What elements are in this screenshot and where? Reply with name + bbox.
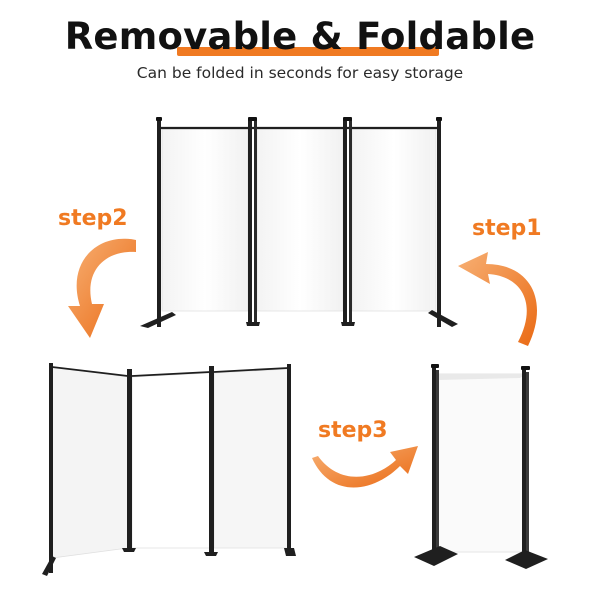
step3-label: step3 — [318, 418, 388, 443]
screen-open — [140, 117, 458, 328]
screen-half-folded — [42, 363, 296, 576]
frame-foot — [204, 552, 218, 556]
screen-folded — [414, 364, 548, 569]
title-wrap: Removable & Foldable — [0, 14, 600, 60]
frame-pole — [437, 119, 441, 327]
panel-fabric — [437, 373, 527, 553]
panel-fabric — [256, 128, 344, 312]
page-title-text: Removable & Foldable — [64, 15, 536, 58]
frame-foot — [122, 548, 136, 552]
page-title: Removable & Foldable — [65, 14, 536, 60]
frame-foot — [414, 546, 458, 566]
frame-foot — [505, 550, 548, 569]
frame-pole — [49, 363, 53, 573]
curved-arrow-icon — [68, 238, 136, 338]
panel-fabric — [213, 368, 289, 549]
frame-pole — [432, 366, 436, 562]
frame-foot — [284, 548, 296, 556]
frame-pole — [209, 366, 214, 552]
frame-foot — [246, 322, 260, 326]
curved-arrow-icon — [312, 446, 418, 488]
frame-pole — [436, 370, 439, 560]
frame-pole — [127, 369, 132, 549]
panel-fabric — [161, 128, 249, 312]
frame-pole — [343, 119, 347, 325]
frame-pole — [522, 368, 526, 560]
frame-pole — [349, 119, 352, 325]
frame-pole — [526, 372, 529, 558]
frame-pole — [248, 119, 252, 325]
step1-label: step1 — [472, 216, 542, 241]
panel-fabric — [351, 128, 437, 312]
frame-foot — [428, 310, 458, 327]
frame-pole — [287, 364, 291, 550]
page-subtitle: Can be folded in seconds for easy storag… — [136, 64, 464, 82]
frame-pole — [157, 119, 161, 327]
panel-fabric — [131, 372, 211, 549]
frame-foot — [42, 556, 56, 576]
frame-pole — [254, 119, 257, 325]
frame-foot — [140, 312, 176, 328]
curved-arrow-icon — [458, 252, 537, 346]
panel-fabric — [51, 366, 129, 559]
frame-foot — [341, 322, 355, 326]
step2-label: step2 — [58, 206, 128, 231]
